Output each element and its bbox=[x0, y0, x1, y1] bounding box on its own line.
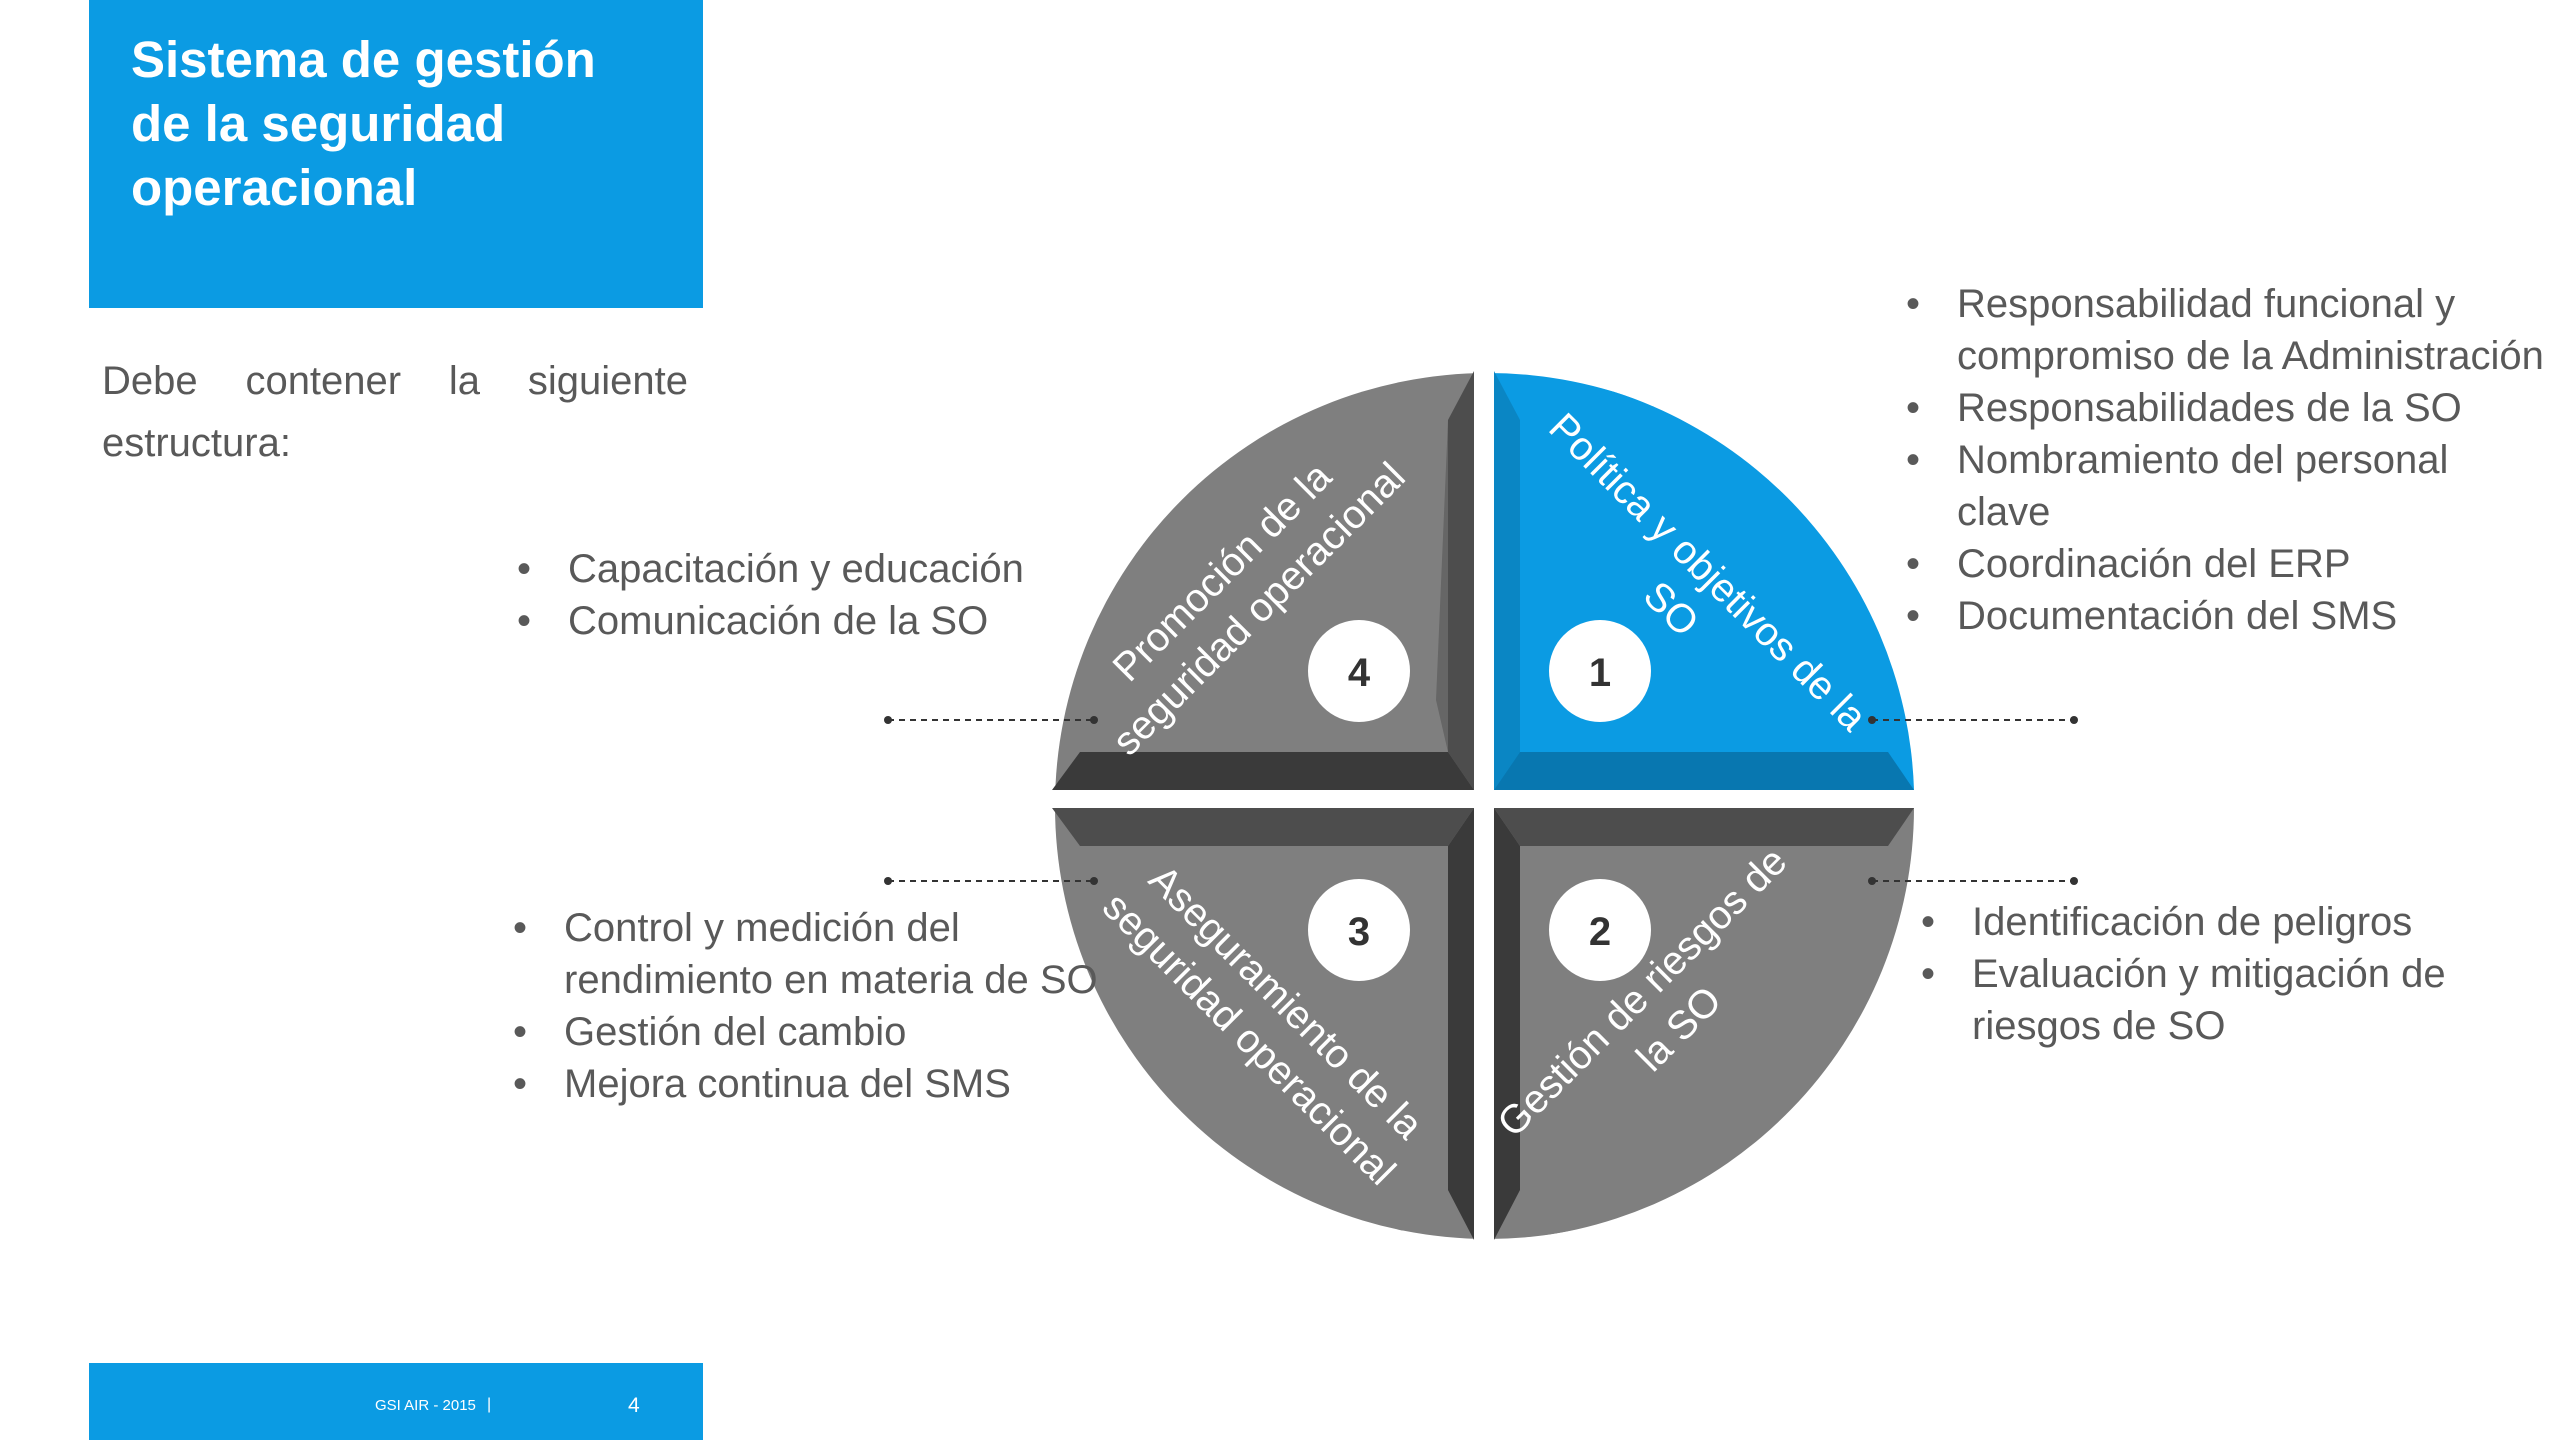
quadrant-4-number-circle bbox=[1308, 620, 1410, 722]
list-item: Responsabilidades de la SO bbox=[1906, 382, 2547, 434]
quadrant-1: 1 Política y objetivos de la SO bbox=[1494, 371, 1914, 790]
quadrant-3-number: 3 bbox=[1348, 910, 1370, 954]
list-item: Gestión del cambio bbox=[513, 1006, 1104, 1058]
quadrant-2-number: 2 bbox=[1589, 910, 1611, 954]
quadrant-3-bullets: Control y medición del rendimiento en ma… bbox=[513, 902, 1104, 1110]
list-item: Evaluación y mitigación de riesgos de SO bbox=[1921, 948, 2532, 1052]
quadrant-1-number-circle bbox=[1549, 620, 1651, 722]
list-item: Documentación del SMS bbox=[1906, 590, 2547, 642]
quadrant-4: 4 Promoción de la seguridad operacional bbox=[1052, 371, 1474, 790]
connector-q3 bbox=[884, 877, 1098, 885]
footer-bar bbox=[89, 1363, 703, 1440]
page-number: 4 bbox=[628, 1394, 640, 1417]
connector-q2 bbox=[1868, 877, 2078, 885]
quadrant-3: 3 Aseguramiento de la seguridad operacio… bbox=[1052, 808, 1474, 1240]
intro-text: Debe contener la siguiente estructura: bbox=[102, 359, 688, 465]
quadrant-2-number-circle bbox=[1549, 879, 1651, 981]
quadrant-2-bullets: Identificación de peligros Evaluación y … bbox=[1921, 896, 2532, 1052]
list-item: Responsabilidad funcional y compromiso d… bbox=[1906, 278, 2547, 382]
quadrant-1-bullets: Responsabilidad funcional y compromiso d… bbox=[1906, 278, 2547, 642]
footer-separator: | bbox=[487, 1396, 492, 1413]
list-item: Nombramiento del personal clave bbox=[1906, 434, 2547, 538]
connector-q4 bbox=[884, 716, 1098, 724]
list-item: Capacitación y educación bbox=[517, 543, 1048, 595]
quadrant-2: 2 Gestión de riesgos de la SO bbox=[1489, 808, 1914, 1240]
title-box: Sistema de gestión de la seguridad opera… bbox=[89, 0, 703, 308]
quadrant-3-number-circle bbox=[1308, 879, 1410, 981]
list-item: Identificación de peligros bbox=[1921, 896, 2532, 948]
list-item: Mejora continua del SMS bbox=[513, 1058, 1104, 1110]
quadrant-4-number: 4 bbox=[1348, 651, 1371, 695]
list-item: Coordinación del ERP bbox=[1906, 538, 2547, 590]
quadrant-1-number: 1 bbox=[1589, 651, 1611, 695]
list-item: Comunicación de la SO bbox=[517, 595, 1048, 647]
footer-text: GSI AIR - 2015 bbox=[375, 1397, 476, 1414]
slide-title: Sistema de gestión de la seguridad opera… bbox=[131, 31, 596, 216]
quadrant-4-bullets: Capacitación y educación Comunicación de… bbox=[517, 543, 1048, 647]
list-item: Control y medición del rendimiento en ma… bbox=[513, 902, 1104, 1006]
connector-q1 bbox=[1868, 716, 2078, 724]
